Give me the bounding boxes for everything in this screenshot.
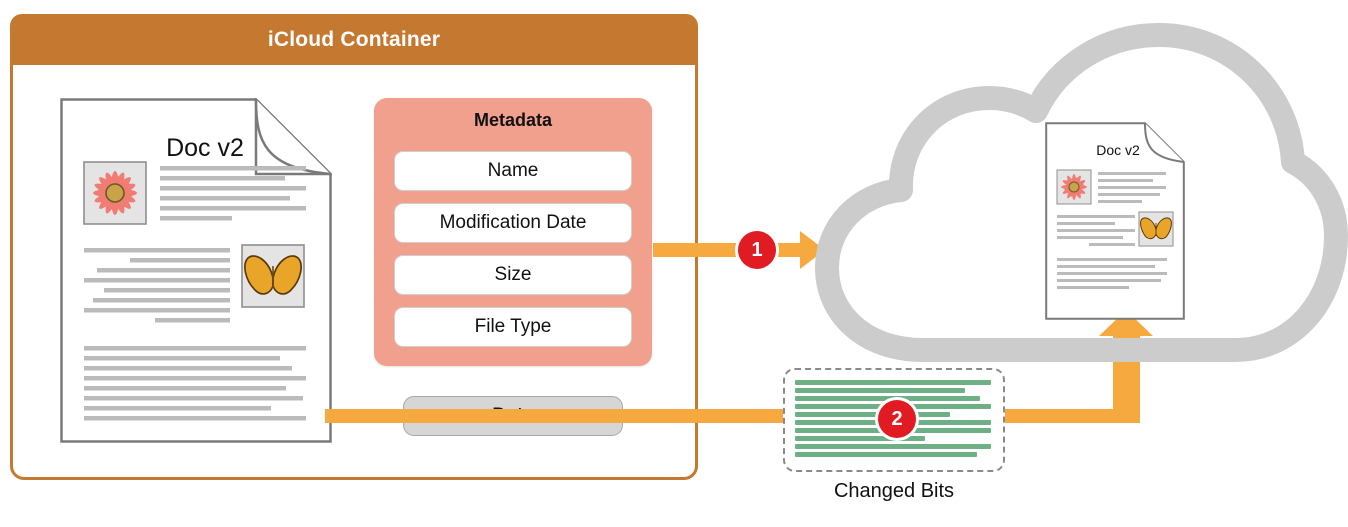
cloud-document-text-lines (1057, 172, 1167, 289)
cloud-document: Doc v2 (1045, 122, 1185, 320)
metadata-field-file-type[interactable]: File Type (394, 307, 632, 347)
bit-line (795, 452, 977, 457)
document-text-lines (84, 166, 306, 421)
step-badge-1: 1 (738, 231, 776, 269)
icloud-container-header: iCloud Container (10, 14, 698, 65)
flow-2-connector-segment-a (325, 409, 645, 423)
flow-2-connector-segment-c (1000, 409, 1140, 423)
metadata-field-name[interactable]: Name (394, 151, 632, 191)
icloud-container-title: iCloud Container (267, 27, 441, 51)
bit-line (795, 444, 991, 449)
flow-1-connector-segment-b (775, 243, 805, 257)
cloud-graphic (815, 23, 1348, 362)
bit-line (795, 380, 991, 385)
metadata-panel: Metadata Name Modification Date Size Fil… (374, 98, 652, 366)
butterfly-image (241, 244, 305, 308)
cloud (815, 10, 1348, 365)
local-document: Doc v2 (60, 98, 332, 443)
changed-bits-label: Changed Bits (833, 480, 955, 502)
bit-line (795, 396, 980, 401)
flower-image (1056, 169, 1092, 205)
metadata-field-size[interactable]: Size (394, 255, 632, 295)
step-badge-2: 2 (878, 400, 916, 438)
cloud-document-title: Doc v2 (1096, 142, 1140, 158)
flow-1-connector-segment-a (653, 243, 736, 257)
bit-line (795, 436, 925, 441)
metadata-title: Metadata (473, 110, 553, 130)
local-document-title: Doc v2 (166, 134, 244, 162)
bit-line (795, 388, 965, 393)
metadata-field-modification-date[interactable]: Modification Date (394, 203, 632, 243)
flower-image (83, 161, 147, 225)
flow-2-connector-segment-b (623, 409, 798, 423)
local-document-graphic (60, 98, 332, 443)
bit-line (795, 412, 950, 417)
cloud-document-graphic (1045, 122, 1185, 320)
butterfly-image (1138, 211, 1174, 247)
